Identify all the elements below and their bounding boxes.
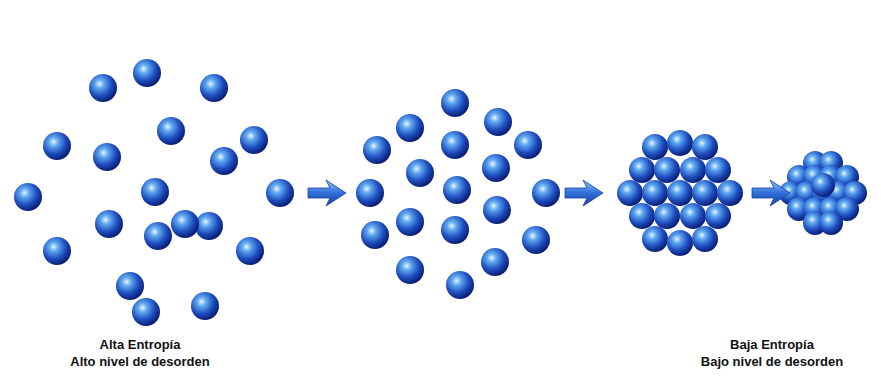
sphere-particle [692,134,718,160]
sphere-cluster [617,130,743,256]
sphere-particle [532,179,560,207]
sphere-particle [157,117,185,145]
sphere-particle [356,179,384,207]
sphere-particle [514,131,542,159]
sphere-particle [363,136,391,164]
sphere-particle [441,89,469,117]
sphere-particle [692,180,718,206]
process-arrows [308,180,790,206]
sphere-particle [116,272,144,300]
sphere-particle [483,196,511,224]
sphere-particle [133,59,161,87]
sphere-particle [396,256,424,284]
sphere-particle [240,126,268,154]
sphere-particle [629,157,655,183]
sphere-particle [654,157,680,183]
sphere-particle [195,212,223,240]
sphere-particle [680,203,706,229]
sphere-particle [266,179,294,207]
sphere-particle [705,157,731,183]
process-arrow [752,180,790,206]
sphere-particle [629,203,655,229]
sphere-particle [361,221,389,249]
sphere-particle [481,248,509,276]
sphere-cluster [14,59,294,326]
process-arrow [308,180,346,206]
caption-label: Alta Entropía [100,337,181,353]
sphere-particle [43,132,71,160]
sphere-particle [642,134,668,160]
sphere-particle [522,226,550,254]
sphere-particle [811,173,835,197]
sphere-particle [144,222,172,250]
sphere-particle [141,178,169,206]
sphere-particle [819,211,843,235]
sphere-particle [692,226,718,252]
sphere-particle [680,157,706,183]
sphere-particle [89,74,117,102]
sphere-particle [642,226,668,252]
sphere-particle [210,147,238,175]
sphere-particle [191,292,219,320]
sphere-particle [441,216,469,244]
sphere-particle [717,180,743,206]
caption-label: Alto nivel de desorden [70,354,209,370]
sphere-particle [654,203,680,229]
caption-label: Baja Entropía [730,337,814,353]
sphere-particle [642,180,668,206]
sphere-particle [406,159,434,187]
sphere-particle [43,237,71,265]
sphere-particle [482,154,510,182]
sphere-particle [441,131,469,159]
sphere-particle [200,74,228,102]
process-arrow [565,180,603,206]
sphere-particle [396,114,424,142]
sphere-particle [14,183,42,211]
sphere-particle [236,237,264,265]
caption-label: Bajo nivel de desorden [701,354,843,370]
sphere-particle [667,130,693,156]
sphere-particle [396,208,424,236]
sphere-particle [95,210,123,238]
sphere-particle [617,180,643,206]
sphere-particle [667,230,693,256]
sphere-particle [705,203,731,229]
sphere-particle [93,143,121,171]
sphere-particle [171,210,199,238]
sphere-particle [443,176,471,204]
sphere-particle [132,298,160,326]
sphere-cluster [779,151,867,235]
sphere-particle [446,271,474,299]
sphere-cluster [356,89,560,299]
sphere-particle [484,108,512,136]
sphere-particle [667,180,693,206]
